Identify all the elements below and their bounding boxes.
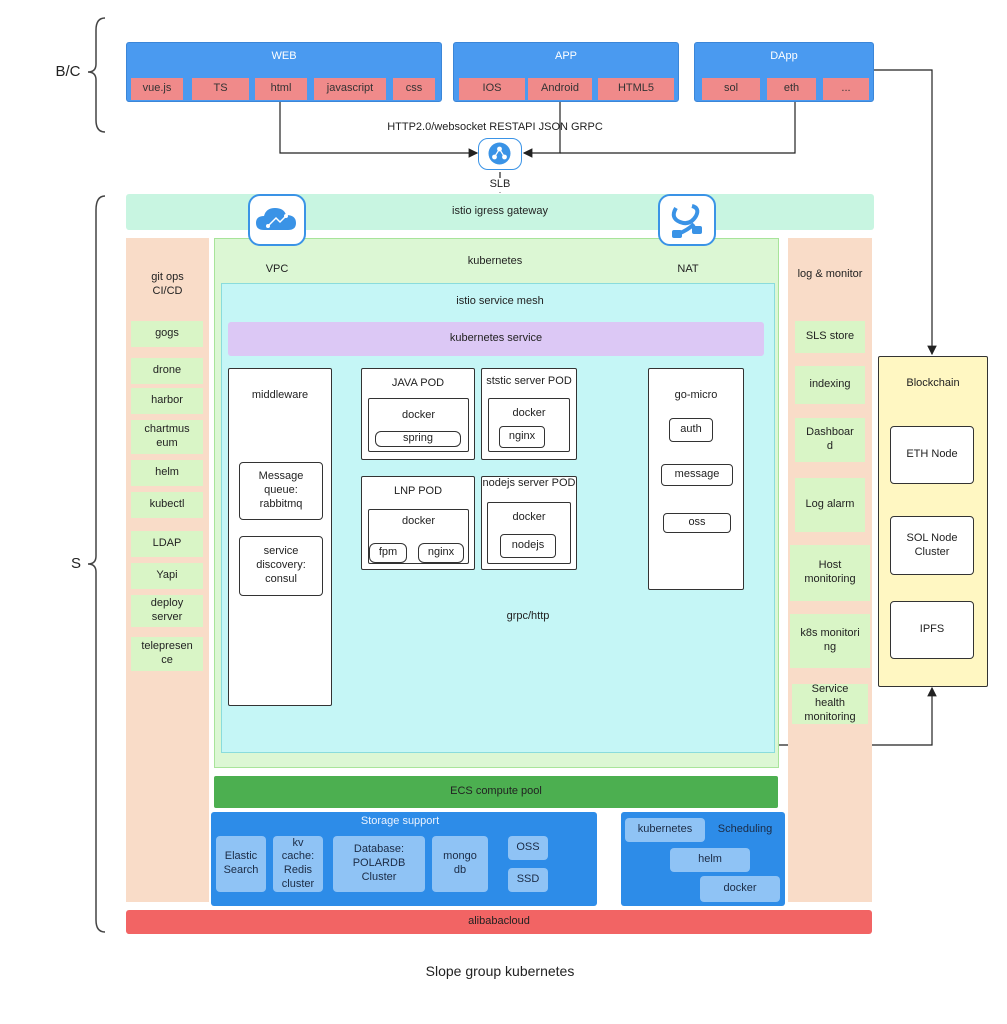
scheduling-item-helm: helm xyxy=(670,848,750,872)
storage-item-elastic: Elastic Search xyxy=(216,836,266,892)
bc-label: B/C xyxy=(55,62,81,80)
monitor-item-dashboard: Dashboar d xyxy=(795,418,865,462)
fpm-box: fpm xyxy=(369,543,407,563)
s-label: S xyxy=(70,554,81,572)
monitor-item-log-alarm: Log alarm xyxy=(795,478,865,532)
storage-item-mongodb: mongo db xyxy=(432,836,488,892)
web-title: WEB xyxy=(271,50,297,63)
storage-item-oss: OSS xyxy=(508,836,548,860)
web-item-vuejs: vue.js xyxy=(131,78,183,100)
static-nginx-box: nginx xyxy=(499,426,545,448)
slb-icon xyxy=(478,138,522,170)
gitops-item-yapi: Yapi xyxy=(131,563,203,589)
kubernetes-label: kubernetes xyxy=(467,255,523,268)
s-bracket xyxy=(87,195,106,933)
protocol-label: HTTP2.0/websocket RESTAPI JSON GRPC xyxy=(387,121,603,134)
eth-node-box: ETH Node xyxy=(890,426,974,484)
gitops-item-deploy-server: deploy server xyxy=(131,595,203,627)
storage-item-polardb: Database: POLARDB Cluster xyxy=(333,836,425,892)
scheduling-item-kubernetes: kubernetes xyxy=(625,818,705,842)
storage-title: Storage support xyxy=(360,815,440,828)
gitops-item-drone: drone xyxy=(131,358,203,384)
app-title: APP xyxy=(554,50,577,63)
dapp-item-eth: eth xyxy=(767,78,816,100)
app-item-android: Android xyxy=(528,78,592,100)
scheduling-title: Scheduling xyxy=(717,823,773,836)
sol-node-box: SOL Node Cluster xyxy=(890,516,974,575)
web-item-ts: TS xyxy=(192,78,249,100)
istio-gateway: istio igress gateway xyxy=(126,194,874,230)
service-discovery-box: service discovery: consul xyxy=(239,536,323,596)
monitor-item-sls: SLS store xyxy=(795,321,865,353)
alibabacloud-bar: alibabacloud xyxy=(126,910,872,934)
message-queue-box: Message queue: rabbitmq xyxy=(239,462,323,520)
dapp-title: DApp xyxy=(770,50,798,63)
scheduling-item-docker: docker xyxy=(700,876,780,902)
cloud-icon xyxy=(248,194,306,246)
ecs-compute-pool: ECS compute pool xyxy=(214,776,778,808)
storage-item-redis: kv cache: Redis cluster xyxy=(273,836,323,892)
java-docker-label: docker xyxy=(401,409,436,422)
slb-label: SLB xyxy=(484,178,516,192)
gitops-item-telepresence: telepresen ce xyxy=(131,637,203,671)
spring-box: spring xyxy=(375,431,461,447)
blockchain-title: Blockchain xyxy=(906,377,960,390)
auth-box: auth xyxy=(669,418,713,442)
vpc-label: VPC xyxy=(265,263,289,276)
web-item-javascript: javascript xyxy=(314,78,386,100)
gitops-item-chartmuseum: chartmus eum xyxy=(131,420,203,454)
dapp-item-sol: sol xyxy=(702,78,760,100)
web-item-css: css xyxy=(393,78,435,100)
static-docker-label: docker xyxy=(512,407,546,420)
go-micro-title: go-micro xyxy=(674,389,718,402)
java-pod-title: JAVA POD xyxy=(391,377,445,390)
nodejs-pod-title: nodejs server POD xyxy=(482,477,576,490)
monitor-item-indexing: indexing xyxy=(795,366,865,404)
lnp-pod-title: LNP POD xyxy=(393,485,443,498)
monitor-item-host: Host monitoring xyxy=(790,545,870,601)
dapp-item-more: ... xyxy=(823,78,869,100)
gitops-item-kubectl: kubectl xyxy=(131,492,203,518)
app-item-ios: IOS xyxy=(459,78,525,100)
middleware-title: middleware xyxy=(251,389,309,402)
lnp-nginx-box: nginx xyxy=(418,543,464,563)
oss-box: oss xyxy=(663,513,731,533)
message-box: message xyxy=(661,464,733,486)
monitor-item-k8s: k8s monitori ng xyxy=(790,614,870,668)
gitops-item-harbor: harbor xyxy=(131,388,203,414)
static-pod-title: ststic server POD xyxy=(486,375,572,388)
nodejs-box: nodejs xyxy=(500,534,556,558)
service-mesh-label: istio service mesh xyxy=(456,295,544,308)
ipfs-box: IPFS xyxy=(890,601,974,659)
nodejs-docker-label: docker xyxy=(512,511,546,524)
gitops-item-gogs: gogs xyxy=(131,321,203,347)
gitops-item-helm: helm xyxy=(131,460,203,486)
lnp-docker-label: docker xyxy=(401,515,436,528)
log-monitor-title: log & monitor xyxy=(797,268,863,281)
k8s-service-bar: kubernetes service xyxy=(228,322,764,356)
diagram-caption: Slope group kubernetes xyxy=(425,963,575,980)
nat-icon xyxy=(658,194,716,246)
web-item-html: html xyxy=(255,78,307,100)
app-item-html5: HTML5 xyxy=(598,78,674,100)
gitops-item-ldap: LDAP xyxy=(131,531,203,557)
nat-label: NAT xyxy=(677,263,699,276)
monitor-item-service-health: Service health monitoring xyxy=(792,683,868,724)
gitops-title: git ops CI/CD xyxy=(151,271,184,297)
storage-item-ssd: SSD xyxy=(508,868,548,892)
grpc-label: grpc/http xyxy=(506,610,550,623)
bc-bracket xyxy=(87,17,106,133)
